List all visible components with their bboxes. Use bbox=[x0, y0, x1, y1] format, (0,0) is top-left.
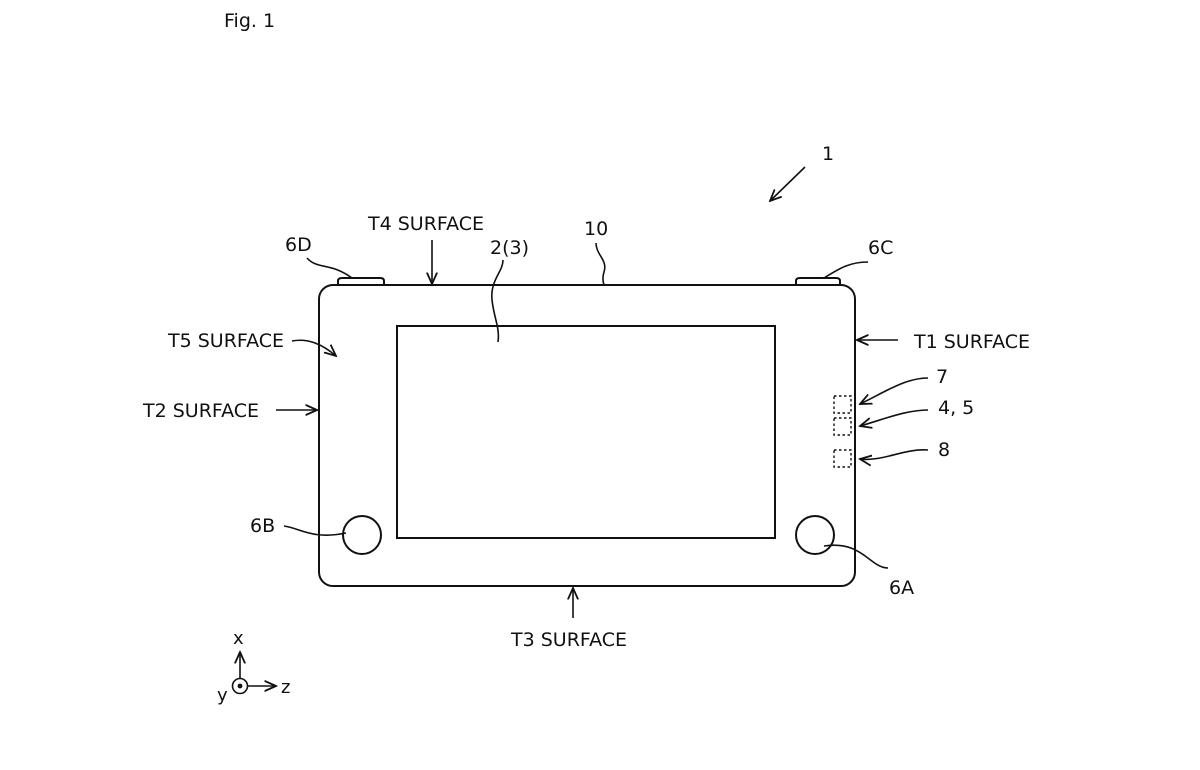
label-45: 4, 5 bbox=[938, 397, 974, 419]
leader-display bbox=[491, 259, 504, 343]
label-t5-surface: T5 SURFACE bbox=[167, 330, 284, 352]
label-6b: 6B bbox=[250, 515, 275, 537]
round-button-6b bbox=[342, 515, 382, 555]
leader-6d bbox=[306, 257, 353, 279]
housing-body bbox=[318, 284, 856, 587]
round-button-6a bbox=[795, 515, 835, 555]
leader-8 bbox=[860, 449, 929, 460]
label-6d: 6D bbox=[285, 234, 312, 256]
leader-6a bbox=[823, 544, 889, 569]
label-device: 1 bbox=[822, 143, 834, 165]
component-8-box bbox=[833, 449, 852, 468]
coordinate-axes: x z y bbox=[217, 628, 290, 706]
axis-label-x: x bbox=[233, 628, 244, 649]
leader-7 bbox=[860, 377, 929, 404]
component-45-box bbox=[833, 417, 852, 436]
figure-title: Fig. 1 bbox=[224, 10, 275, 32]
axis-origin-circle bbox=[231, 677, 249, 695]
label-6a: 6A bbox=[889, 577, 914, 599]
label-display: 2(3) bbox=[490, 237, 529, 259]
label-7: 7 bbox=[936, 366, 948, 388]
axis-origin-dot bbox=[237, 683, 243, 689]
label-t2-surface: T2 SURFACE bbox=[142, 400, 259, 422]
axis-label-z: z bbox=[281, 677, 290, 698]
leader-45 bbox=[860, 409, 929, 426]
top-button-6c bbox=[795, 277, 841, 285]
label-8: 8 bbox=[938, 439, 950, 461]
label-t1-surface: T1 SURFACE bbox=[913, 331, 1030, 353]
label-housing: 10 bbox=[584, 218, 608, 240]
leader-housing bbox=[595, 242, 606, 286]
leader-6b bbox=[283, 525, 347, 536]
component-7-box bbox=[833, 395, 852, 414]
arrow-t5 bbox=[291, 339, 336, 356]
leader-6c bbox=[823, 261, 869, 279]
top-button-6d bbox=[337, 277, 385, 285]
label-t3-surface: T3 SURFACE bbox=[510, 629, 627, 651]
label-6c: 6C bbox=[868, 237, 893, 259]
label-t4-surface: T4 SURFACE bbox=[367, 213, 484, 235]
display-screen bbox=[396, 325, 776, 539]
arrow-device bbox=[770, 166, 806, 201]
axis-label-y: y bbox=[217, 685, 228, 706]
